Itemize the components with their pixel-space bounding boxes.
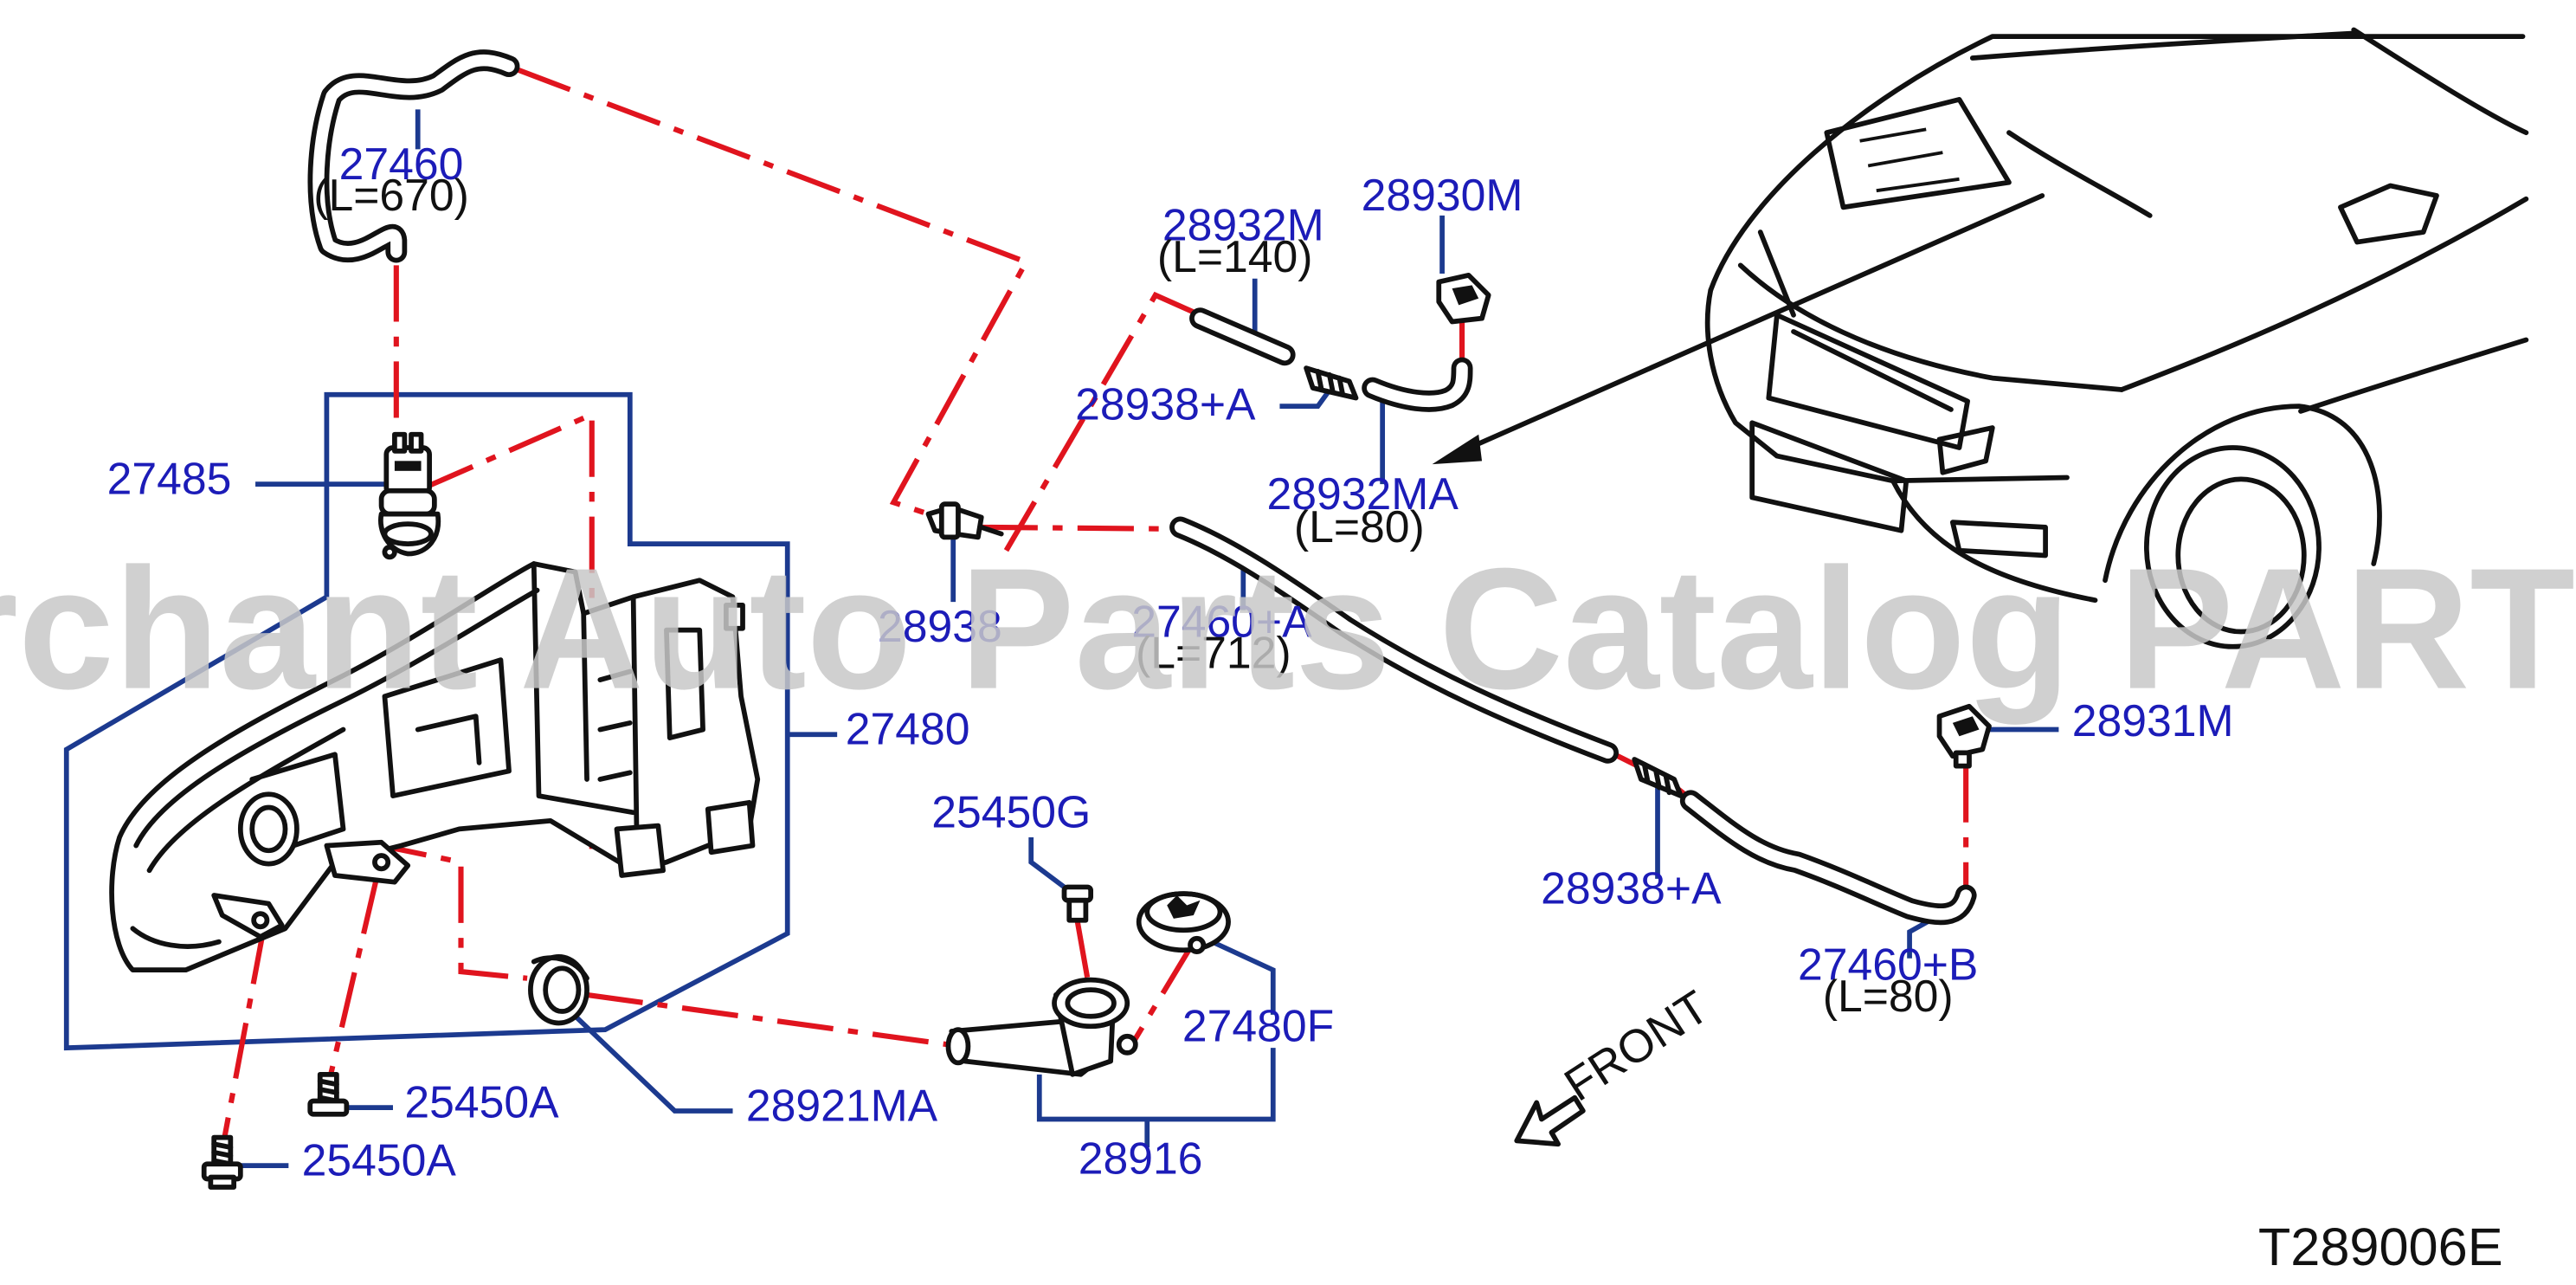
label-27485: 27485 — [107, 454, 232, 504]
front-label: FRONT — [1555, 981, 1718, 1112]
hose-28932m — [1189, 307, 1296, 366]
label-28938a-bottom: 28938+A — [1541, 863, 1722, 914]
label-28932ma: 28932MA — [1267, 468, 1459, 519]
diagram-code: T289006E — [2258, 1217, 2503, 1276]
grommet — [528, 953, 589, 1026]
front-arrow-icon — [1514, 1095, 1586, 1147]
view-arrow — [1432, 193, 2045, 465]
frame-28916 — [1036, 1048, 1276, 1122]
washer-pump — [378, 431, 441, 560]
note-28932ma: (L=80) — [1294, 501, 1425, 552]
label-27480: 27480 — [846, 704, 970, 754]
frame-27480 — [63, 391, 790, 1051]
part-labels: 27460 (L=670) 27485 27480 28932M (L=140)… — [107, 139, 2234, 1185]
joint-28938 — [925, 501, 1004, 540]
connector-28938a-bottom — [1632, 757, 1684, 798]
bolt-lower — [201, 1134, 243, 1190]
label-27460b: 27460+B — [1798, 940, 1978, 990]
leader-28921ma — [568, 1009, 733, 1114]
phantom-clip-to-neck — [1074, 921, 1091, 979]
label-27460: 27460 — [339, 139, 464, 189]
nozzle-28930m — [1436, 272, 1491, 325]
note-28932m: (L=140) — [1157, 231, 1313, 281]
phantom-hose-to-joint — [516, 67, 1030, 522]
phantom-tank-to-neck — [276, 821, 528, 981]
leader-25450g — [1028, 836, 1066, 889]
phantom-joint-to-hose-main — [981, 524, 1175, 532]
leader-27480f — [1207, 938, 1276, 1015]
nozzle-28931m — [1936, 703, 1992, 769]
connector-28938a-top — [1304, 365, 1359, 401]
hose-27460b — [1679, 790, 1977, 926]
phantom-lines — [221, 67, 1969, 1141]
filler-neck — [945, 977, 1138, 1077]
filler-cap — [1136, 891, 1231, 954]
note-27460b: (L=80) — [1823, 971, 1954, 1021]
label-27480f: 27480F — [1182, 1001, 1334, 1051]
leader-28938a-top — [1279, 386, 1334, 410]
label-25450g: 25450G — [931, 787, 1091, 837]
vehicle-outline — [1704, 27, 2529, 649]
phantom-grommet-to-filler — [586, 991, 949, 1048]
washer-tank — [109, 561, 761, 973]
phantom-joint-to-hose-top — [1003, 291, 1201, 552]
label-28916: 28916 — [1079, 1133, 1203, 1184]
phantom-tank-bolt-upper — [327, 878, 379, 1079]
note-27460: (L=670) — [313, 170, 469, 220]
bolt-upper — [307, 1071, 350, 1117]
hose-28932ma — [1362, 357, 1473, 412]
label-25450a-lower: 25450A — [302, 1135, 457, 1185]
note-27460a: (L=712) — [1136, 628, 1291, 678]
label-28938: 28938 — [878, 601, 1002, 651]
label-28921ma: 28921MA — [746, 1080, 938, 1130]
label-28930m: 28930M — [1362, 170, 1523, 220]
label-27460a: 27460+A — [1131, 596, 1312, 646]
hose-27460a — [1169, 516, 1620, 764]
watermark-text: Offers Merchant Auto Parts Catalog PARTS… — [0, 533, 2576, 726]
phantom-cap-to-neck — [1131, 943, 1195, 1043]
label-28938a-top: 28938+A — [1075, 378, 1256, 429]
phantom-tank-bolt-lower — [221, 927, 267, 1141]
label-28931m: 28931M — [2072, 695, 2234, 746]
hose-27460 — [307, 49, 520, 263]
label-25450a-upper: 25450A — [404, 1077, 559, 1127]
clip-25450g — [1061, 884, 1094, 923]
label-28932m: 28932M — [1162, 200, 1324, 250]
